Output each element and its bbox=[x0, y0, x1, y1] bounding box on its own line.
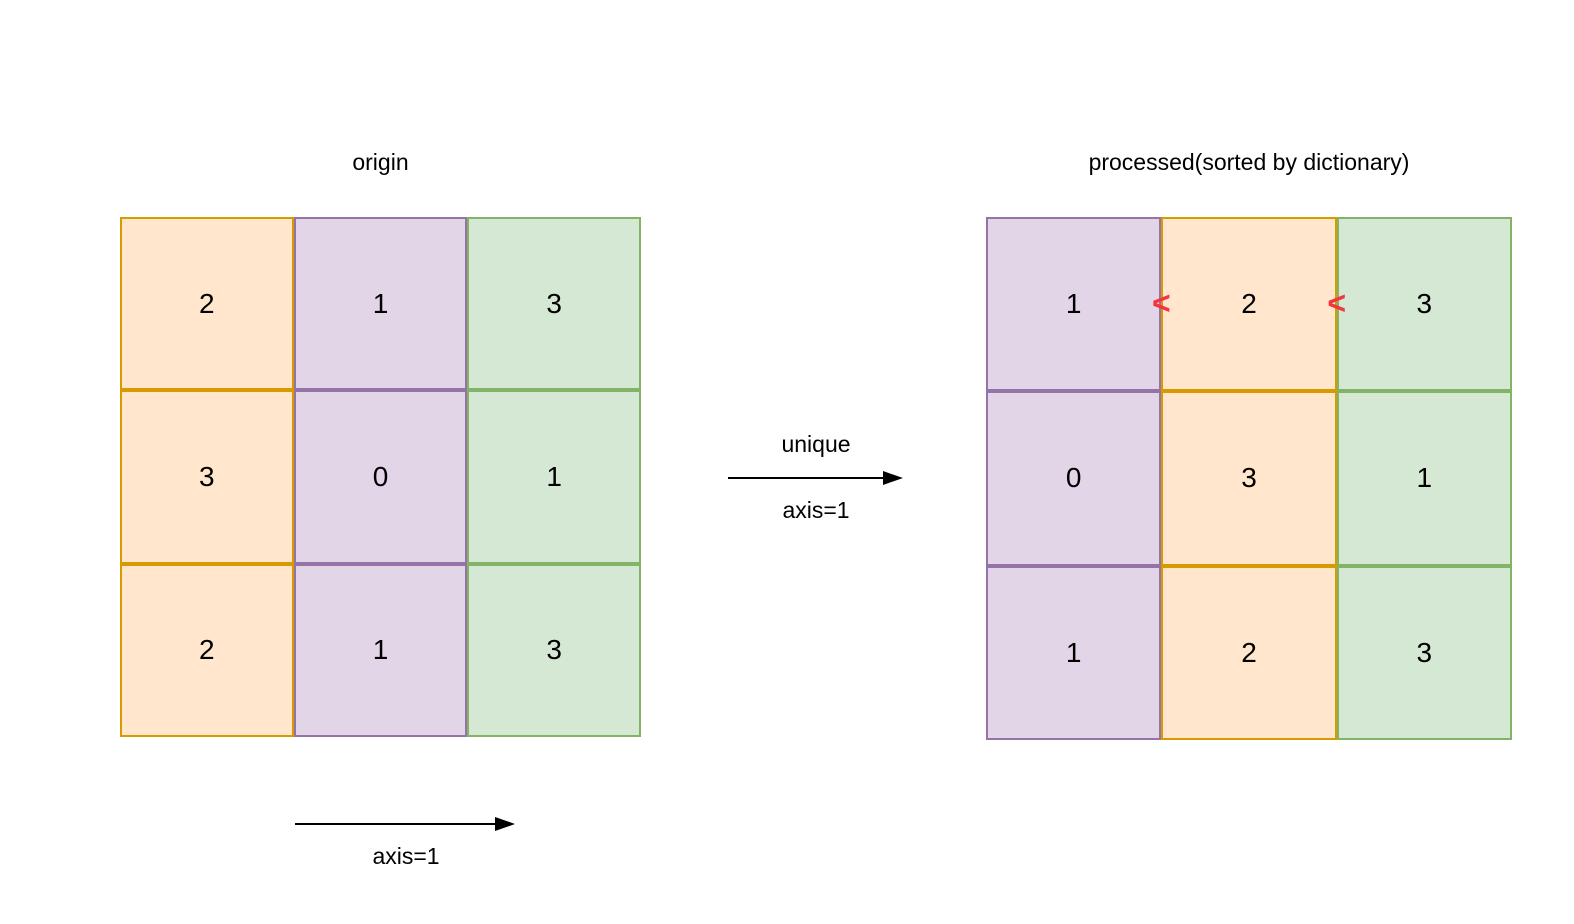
processed-cell-r2c2: 3 bbox=[1336, 565, 1512, 740]
unique-label: unique bbox=[781, 431, 851, 457]
axis-direction-label: axis=1 bbox=[372, 843, 440, 869]
origin-cell-r1c1: 0 bbox=[293, 390, 468, 564]
transform-axis-label: axis=1 bbox=[782, 497, 850, 523]
origin-cell-r1c0: 3 bbox=[120, 390, 294, 564]
origin-cell-r2c0: 2 bbox=[120, 563, 294, 737]
processed-cell-r0c2: 3 bbox=[1336, 217, 1512, 392]
origin-cell-r0c0: 2 bbox=[120, 217, 294, 391]
processed-cell-r0c1: 2 bbox=[1161, 217, 1337, 392]
origin-cell-r0c2: 3 bbox=[467, 217, 641, 391]
axis-direction-arrow-icon bbox=[295, 817, 515, 831]
processed-cell-r2c0: 1 bbox=[986, 565, 1162, 740]
origin-cell-r2c2: 3 bbox=[467, 563, 641, 737]
processed-cell-r1c2: 1 bbox=[1336, 391, 1512, 566]
origin-cell-r1c2: 1 bbox=[467, 390, 641, 564]
origin-cell-r2c1: 1 bbox=[293, 563, 468, 737]
processed-cell-r1c0: 0 bbox=[986, 391, 1162, 566]
processed-matrix-title: processed(sorted by dictionary) bbox=[1088, 149, 1410, 175]
processed-cell-r1c1: 3 bbox=[1161, 391, 1337, 566]
transform-arrow-icon bbox=[728, 471, 903, 485]
less-than-marker: < bbox=[1327, 285, 1347, 321]
processed-cell-r2c1: 2 bbox=[1161, 565, 1337, 740]
processed-cell-r0c0: 1 bbox=[986, 217, 1162, 392]
origin-matrix-title: origin bbox=[352, 149, 409, 175]
less-than-marker: < bbox=[1151, 285, 1171, 321]
origin-matrix: 2 1 3 3 0 1 2 1 3 bbox=[120, 217, 641, 737]
origin-cell-r0c1: 1 bbox=[293, 217, 468, 391]
processed-matrix: 1 2 3 0 3 1 1 2 3 < < bbox=[986, 217, 1512, 740]
